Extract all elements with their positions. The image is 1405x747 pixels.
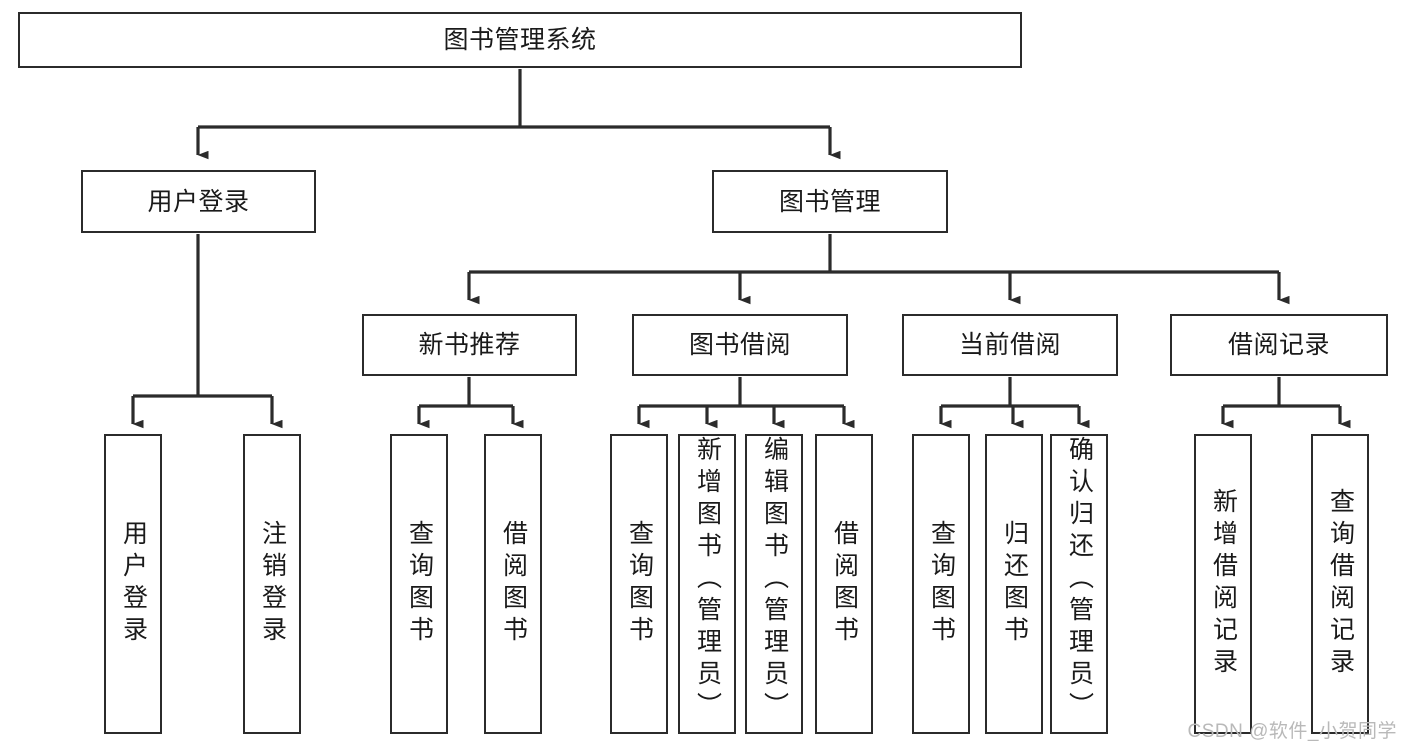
leaf-logout[interactable]: 注销登录 — [243, 434, 301, 734]
node-label: 借阅图书 — [499, 520, 528, 648]
leaf-borrow-book[interactable]: 借阅图书 — [815, 434, 873, 734]
node-label: 当前借阅 — [958, 331, 1061, 359]
node-label: 新增图书（管理员） — [693, 436, 722, 724]
node-book-management[interactable]: 图书管理 — [712, 170, 948, 233]
leaf-confirm-return-admin[interactable]: 确认归还（管理员） — [1050, 434, 1108, 734]
node-label: 确认归还（管理员） — [1065, 436, 1094, 724]
node-label: 查询图书 — [927, 520, 956, 648]
node-book-borrowing[interactable]: 图书借阅 — [632, 314, 848, 376]
node-borrowing-record[interactable]: 借阅记录 — [1170, 314, 1388, 376]
node-label: 查询图书 — [625, 520, 654, 648]
leaf-borrow-book-recommendation[interactable]: 借阅图书 — [484, 434, 542, 734]
leaf-edit-book-admin[interactable]: 编辑图书（管理员） — [745, 434, 803, 734]
node-label: 编辑图书（管理员） — [760, 436, 789, 724]
node-label: 归还图书 — [1000, 520, 1029, 648]
node-label: 图书管理 — [778, 187, 881, 216]
node-label: 新书推荐 — [418, 331, 521, 359]
node-label: 新增借阅记录 — [1209, 488, 1238, 680]
watermark-credit: CSDN @软件_小贺同学 — [1187, 721, 1397, 742]
leaf-add-book-admin[interactable]: 新增图书（管理员） — [678, 434, 736, 734]
node-new-book-recommendation[interactable]: 新书推荐 — [362, 314, 577, 376]
leaf-add-borrow-record[interactable]: 新增借阅记录 — [1194, 434, 1252, 734]
node-label: 查询图书 — [405, 520, 434, 648]
leaf-return-book[interactable]: 归还图书 — [985, 434, 1043, 734]
leaf-query-borrow-record[interactable]: 查询借阅记录 — [1311, 434, 1369, 734]
node-label: 借阅记录 — [1227, 331, 1330, 359]
node-label: 查询借阅记录 — [1326, 488, 1355, 680]
node-current-borrowing[interactable]: 当前借阅 — [902, 314, 1118, 376]
node-label: 图书借阅 — [688, 331, 791, 359]
node-label: 借阅图书 — [830, 520, 859, 648]
leaf-user-login[interactable]: 用户登录 — [104, 434, 162, 734]
node-label: 用户登录 — [147, 187, 250, 216]
leaf-query-book-borrowing[interactable]: 查询图书 — [610, 434, 668, 734]
leaf-query-book-current[interactable]: 查询图书 — [912, 434, 970, 734]
node-user-login[interactable]: 用户登录 — [81, 170, 316, 233]
leaf-query-book-recommendation[interactable]: 查询图书 — [390, 434, 448, 734]
node-label: 注销登录 — [258, 520, 287, 648]
node-root-book-management-system[interactable]: 图书管理系统 — [18, 12, 1022, 68]
node-label: 用户登录 — [119, 520, 148, 648]
node-label: 图书管理系统 — [443, 26, 597, 54]
